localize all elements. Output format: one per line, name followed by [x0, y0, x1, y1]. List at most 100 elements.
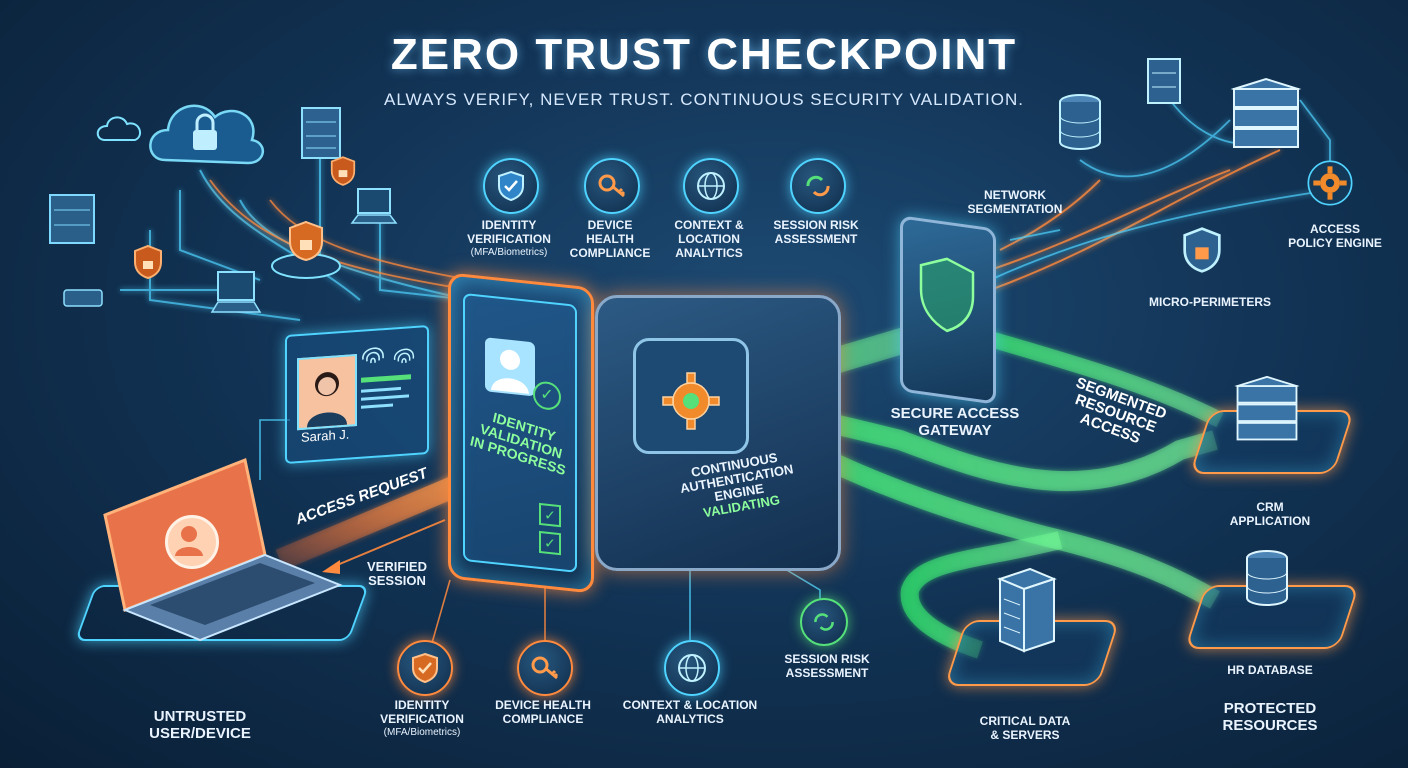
crm-label: CRM APPLICATION [1215, 500, 1325, 528]
network-segmentation-label: NETWORK SEGMENTATION [960, 188, 1070, 216]
label-line: HEALTH [586, 232, 634, 246]
identity-validation-panel: ✓ IDENTITY VALIDATION IN PROGRESS ✓ ✓ [448, 272, 594, 594]
top-check-label-3: CONTEXT & LOCATION ANALYTICS [659, 218, 759, 260]
secure-gateway [900, 215, 996, 405]
gear-icon [661, 371, 721, 436]
label-line: CRM [1256, 500, 1284, 514]
label-line: ASSESSMENT [785, 666, 869, 680]
device-health-bottom-circle [517, 640, 573, 696]
shield-check-icon [498, 170, 524, 202]
id-card: Sarah J. [285, 324, 429, 465]
label-line: SESSION RISK [784, 652, 870, 666]
check-icon: ✓ [539, 502, 561, 528]
bottom-check-label-4: SESSION RISK ASSESSMENT [772, 652, 882, 680]
label-line: PROTECTED [1223, 700, 1317, 717]
page-subtitle: ALWAYS VERIFY, NEVER TRUST. CONTINUOUS S… [384, 90, 1024, 109]
shield-lock-icon [412, 652, 438, 684]
user-avatar-icon [165, 515, 219, 569]
database-icon [1055, 92, 1105, 161]
label-line: ANALYTICS [675, 246, 743, 260]
risk-cycle-icon [806, 175, 830, 197]
untrusted-label-line2: USER/DEVICE [149, 725, 251, 742]
top-check-label-4: SESSION RISK ASSESSMENT [766, 218, 866, 246]
bottom-check-label-1: IDENTITY VERIFICATION (MFA/Biometrics) [367, 698, 477, 740]
shield-icon [917, 251, 977, 344]
micro-perimeters-label: MICRO-PERIMETERS [1148, 295, 1271, 309]
top-check-label-1: IDENTITY VERIFICATION (MFA/Biometrics) [459, 218, 559, 260]
laptop-icon [210, 268, 266, 325]
info-line [361, 386, 401, 393]
label-line: RESOURCES [1222, 717, 1318, 734]
label-line: ACCESS [1309, 222, 1360, 236]
label-line: (MFA/Biometrics) [470, 247, 548, 258]
label-line: DEVICE HEALTH [495, 698, 591, 712]
verified-session-arrow-head [322, 560, 340, 574]
authentication-engine-housing: CONTINUOUS AUTHENTICATION ENGINE VALIDAT… [595, 295, 841, 571]
label-line: CONTEXT & [674, 218, 744, 232]
router-icon [60, 282, 106, 317]
label-line: APPLICATION [1229, 514, 1311, 528]
label-line: SEGMENTATION [967, 202, 1063, 216]
shield-lock-icon [133, 244, 163, 285]
access-policy-label: ACCESS POLICY ENGINE [1275, 222, 1395, 250]
server-stack-icon [1232, 370, 1302, 455]
server-icon [40, 190, 106, 255]
bottom-check-label-2: DEVICE HEALTH COMPLIANCE [488, 698, 598, 726]
engine-label: CONTINUOUS AUTHENTICATION ENGINE VALIDAT… [654, 445, 821, 528]
label-line: VERIFICATION [467, 232, 551, 246]
server-rack-icon [296, 104, 348, 169]
server-stack-icon [1228, 75, 1304, 160]
check-icon: ✓ [539, 530, 561, 556]
globe-icon [697, 172, 725, 200]
user-photo [297, 354, 357, 431]
label-line: SESSION RISK [773, 218, 859, 232]
label-line: IDENTITY [394, 698, 450, 712]
info-line [361, 403, 393, 409]
bottom-check-label-3: CONTEXT & LOCATION ANALYTICS [615, 698, 765, 726]
verified-line2: SESSION [368, 573, 426, 588]
user-silhouette-icon [485, 337, 535, 397]
verified-session-label: VERIFIED SESSION [352, 560, 442, 588]
label-line: COMPLIANCE [502, 712, 584, 726]
session-risk-circle [790, 158, 846, 214]
server-icon [1140, 55, 1190, 112]
verified-line1: VERIFIED [367, 559, 427, 574]
untrusted-label-line1: UNTRUSTED [153, 708, 247, 725]
label-line: CRITICAL DATA [979, 714, 1071, 728]
key-icon [531, 656, 559, 680]
untrusted-laptop [65, 455, 370, 655]
untrusted-label: UNTRUSTED USER/DEVICE [110, 708, 290, 742]
top-check-label-2: DEVICE HEALTH COMPLIANCE [560, 218, 660, 260]
key-icon [598, 174, 626, 198]
user-name: Sarah J. [301, 426, 350, 445]
small-cloud-icon [95, 110, 145, 149]
database-icon [1242, 545, 1292, 620]
risk-cycle-icon [814, 613, 834, 631]
laptop-icon-2 [350, 185, 400, 234]
critical-data-label: CRITICAL DATA & SERVERS [960, 714, 1090, 742]
gateway-label: SECURE ACCESS GATEWAY [880, 405, 1030, 439]
check-icon: ✓ [533, 380, 561, 412]
globe-icon [678, 654, 706, 682]
session-risk-bottom-circle [800, 598, 848, 646]
gateway-line1: SECURE ACCESS [890, 405, 1020, 422]
label-line: CONTEXT & LOCATION [622, 698, 758, 712]
label-line: NETWORK [984, 188, 1046, 202]
fingerprint-icon-2 [391, 338, 417, 373]
label-line: & SERVERS [990, 728, 1060, 742]
lock-hub-icon [268, 218, 344, 287]
gateway-line2: GATEWAY [918, 422, 992, 439]
device-health-circle [584, 158, 640, 214]
page-title: ZERO TRUST CHECKPOINT [390, 30, 1018, 79]
label-line: DEVICE [587, 218, 633, 232]
validation-text: IDENTITY VALIDATION IN PROGRESS [467, 404, 574, 478]
label-line: (MFA/Biometrics) [383, 727, 461, 738]
label-line: POLICY ENGINE [1288, 236, 1382, 250]
label-line: COMPLIANCE [569, 246, 651, 260]
context-location-bottom-circle [664, 640, 720, 696]
verified-session-arrow [329, 519, 446, 569]
context-location-circle [683, 158, 739, 214]
status-bar [361, 374, 411, 383]
shield-lock-icon [1182, 226, 1222, 279]
